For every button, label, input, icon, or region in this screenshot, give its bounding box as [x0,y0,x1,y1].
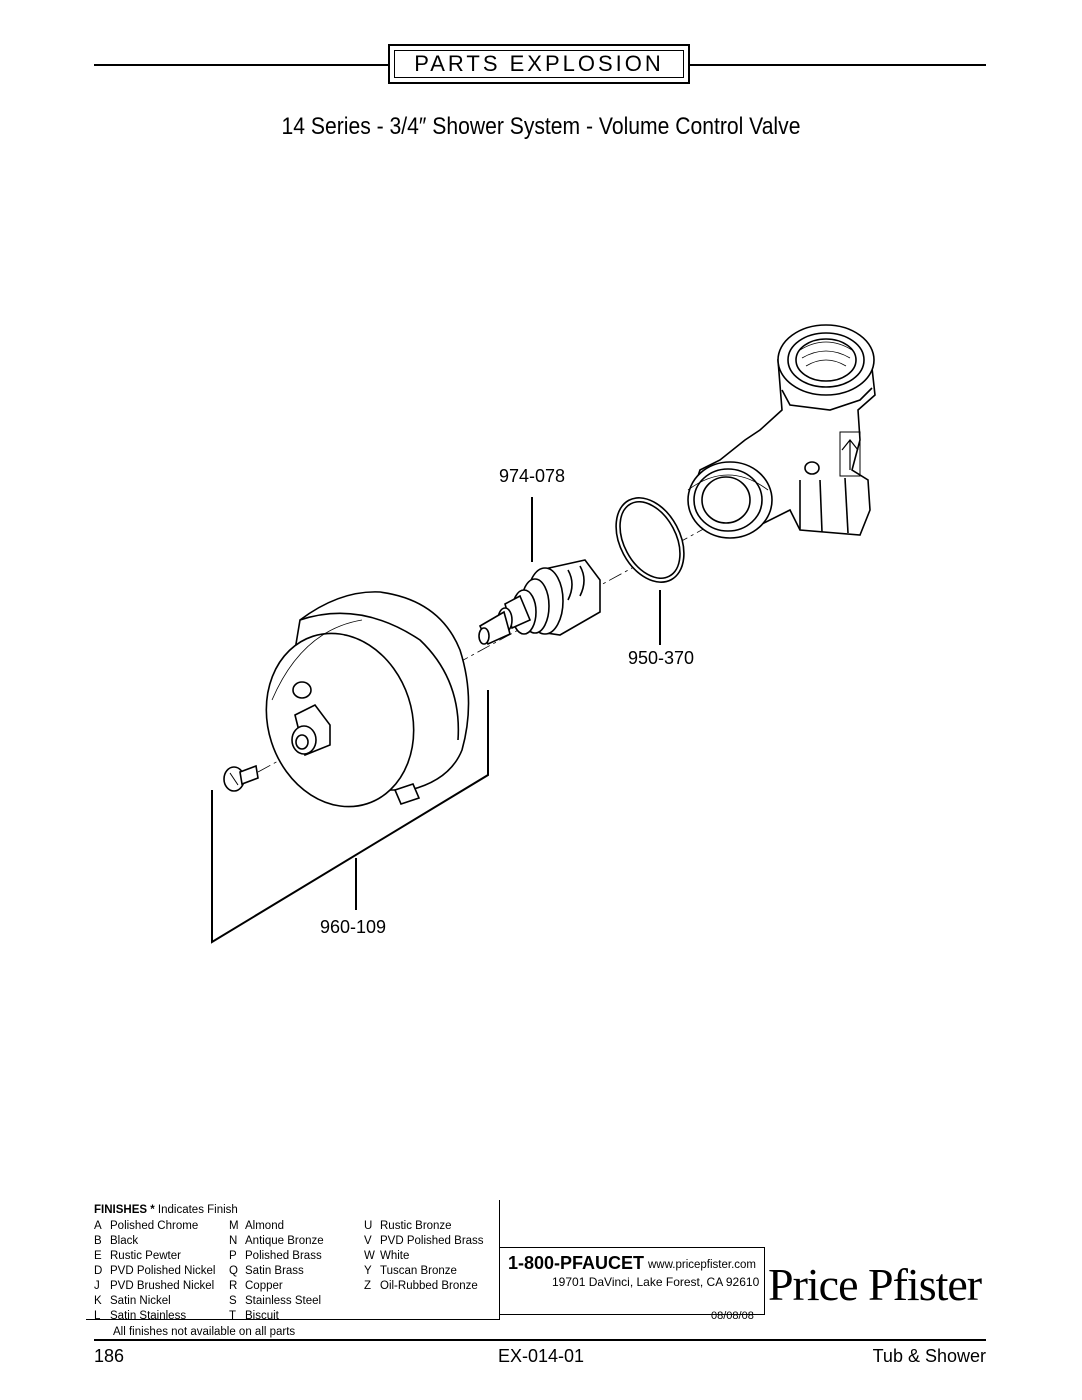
document-code: EX-014-01 [498,1346,585,1366]
callout-974-078: 974-078 [499,466,566,486]
header-rule-right [690,64,986,66]
phone-number: 1-800-PFAUCET [508,1253,645,1273]
trim-escutcheon-icon [265,591,470,808]
brand-logo: Price Pfister [768,1259,982,1310]
contact-box [500,1247,765,1315]
banner-label: PARTS EXPLOSION [394,50,684,78]
website-link[interactable]: www.pricepfister.com [648,1259,757,1271]
finishes-note: All finishes not available on all parts [113,1326,296,1338]
finishes-heading: FINISHES * Indicates Finish [94,1203,238,1218]
bracket-960-109 [211,690,489,944]
finishes-box [86,1200,500,1320]
cartridge-icon [478,559,601,646]
page-number: 186 [94,1346,125,1366]
valve-body-icon [687,324,876,539]
finishes-heading-rest: Indicates Finish [154,1204,238,1216]
banner-box: PARTS EXPLOSION [388,44,690,84]
section-name: Tub & Shower [872,1346,986,1366]
screw-icon [223,764,259,792]
page-title: 14 Series - 3/4″ Shower System - Volume … [281,113,801,140]
revision-date: 08/08/08 [711,1310,754,1322]
footer-rule [94,1339,986,1341]
callout-960-109: 960-109 [320,917,387,937]
address: 19701 DaVinci, Lake Forest, CA 92610 [552,1275,760,1289]
o-ring-icon [615,497,685,583]
header-rule-left [94,64,388,66]
finishes-heading-bold: FINISHES * [94,1204,155,1216]
callout-950-370: 950-370 [628,648,695,668]
